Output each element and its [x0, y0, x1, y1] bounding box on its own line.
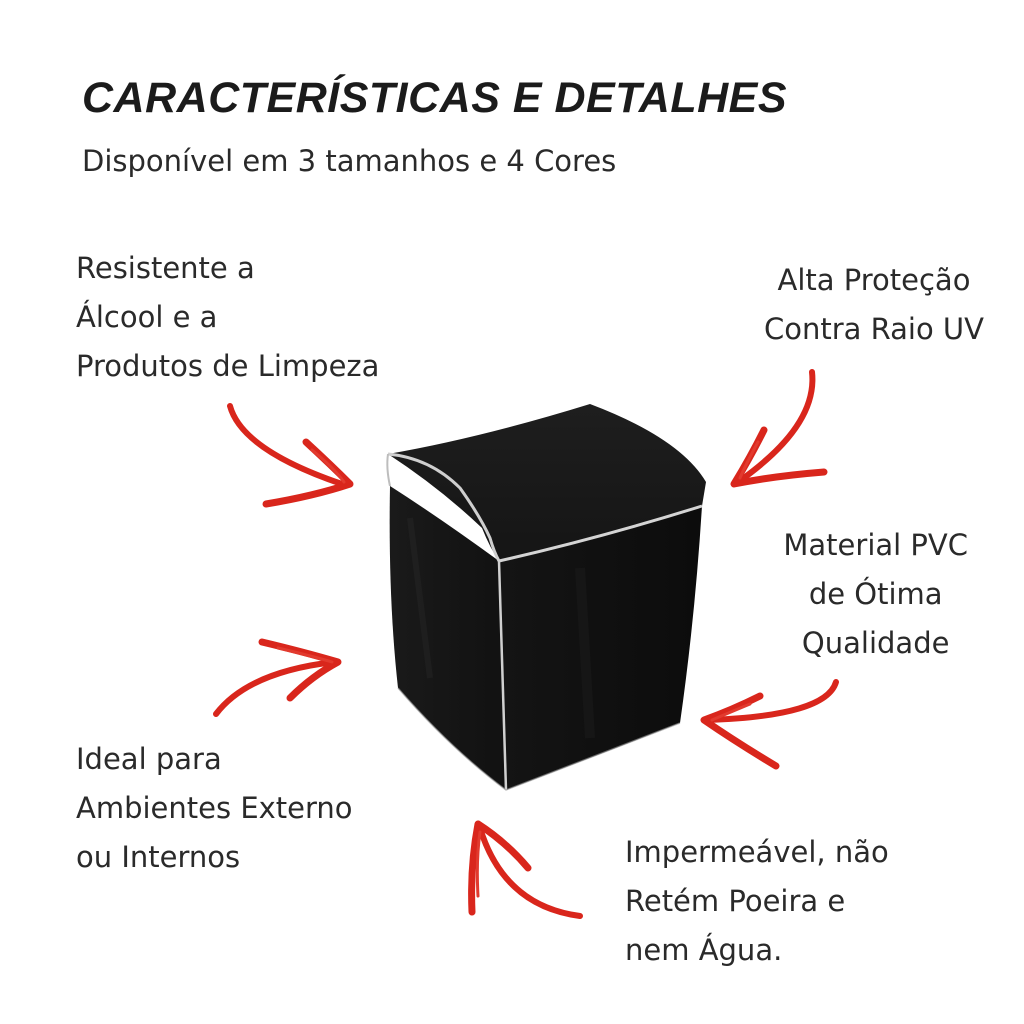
- red-arrow-icon: [213, 638, 342, 717]
- feature-line: ou Internos: [76, 840, 241, 874]
- feature-line: Ambientes Externo: [76, 791, 353, 825]
- red-arrow-icon: [227, 403, 354, 508]
- page-subtitle: Disponível em 3 tamanhos e 4 Cores: [82, 144, 617, 178]
- feature-chemical-resistance: Resistente a Álcool e a Produtos de Limp…: [76, 244, 379, 391]
- feature-line: Impermeável, não: [625, 835, 889, 869]
- page-title: CARACTERÍSTICAS E DETALHES: [82, 74, 788, 122]
- product-cover-image: [386, 404, 706, 791]
- feature-line: Contra Raio UV: [763, 312, 984, 346]
- feature-waterproof: Impermeável, não Retém Poeira e nem Água…: [625, 828, 889, 975]
- feature-line: Material PVC: [783, 528, 968, 562]
- red-arrow-icon: [700, 679, 839, 770]
- feature-line: Álcool e a: [76, 300, 218, 334]
- feature-pvc-material: Material PVC de Ótima Qualidade: [783, 521, 968, 668]
- feature-line: Ideal para: [76, 742, 222, 776]
- feature-line: Produtos de Limpeza: [76, 349, 380, 383]
- feature-line: Alta Proteção: [777, 263, 971, 297]
- feature-line: nem Água.: [625, 933, 783, 967]
- red-arrow-icon: [730, 369, 828, 488]
- feature-line: Resistente a: [76, 251, 255, 285]
- feature-uv-protection: Alta Proteção Contra Raio UV: [764, 256, 984, 354]
- feature-line: Qualidade: [801, 626, 950, 660]
- feature-line: Retém Poeira e: [625, 884, 846, 918]
- feature-line: de Ótima: [808, 577, 943, 611]
- red-arrow-icon: [468, 820, 583, 919]
- feature-indoor-outdoor: Ideal para Ambientes Externo ou Internos: [76, 735, 353, 882]
